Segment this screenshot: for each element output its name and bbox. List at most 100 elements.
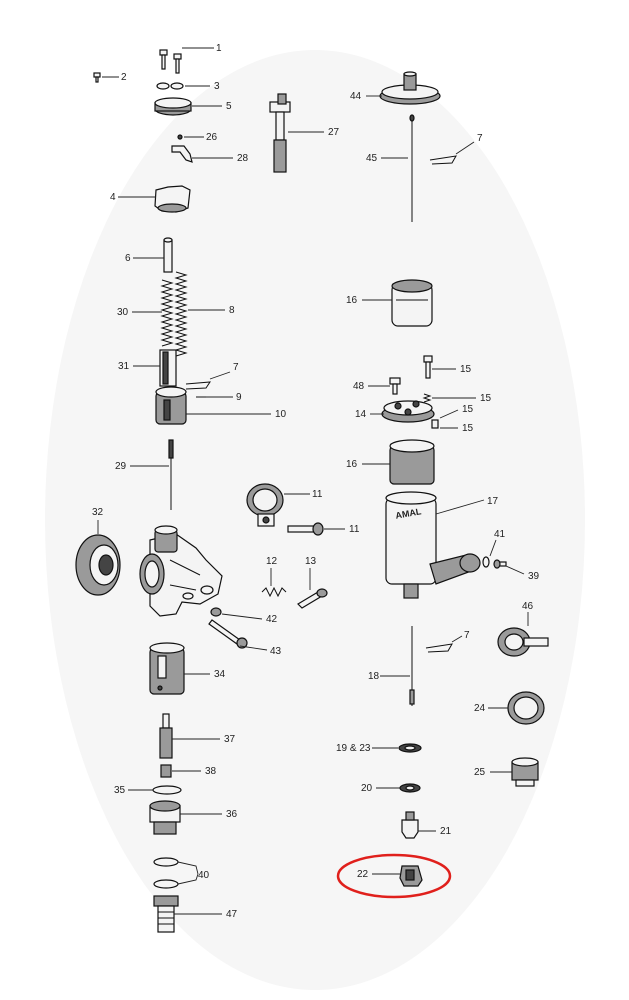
- label-26: 26: [206, 132, 218, 143]
- part-36-nut: [149, 800, 181, 835]
- part-7-clip-bottom: [425, 643, 453, 653]
- label-16-lower: 16: [346, 459, 358, 470]
- part-26-screw: [177, 134, 183, 140]
- label-10: 10: [275, 409, 287, 420]
- label-7-bottom: 7: [464, 630, 470, 641]
- part-15-screw-a: [423, 355, 433, 379]
- part-6-tube: [163, 237, 173, 273]
- part-46-banjo: [497, 627, 549, 657]
- part-10-throttle-slide: [155, 386, 187, 425]
- label-19-23: 19 & 23: [336, 743, 371, 754]
- part-18-needle: [409, 626, 415, 706]
- part-12-spring: [261, 586, 287, 598]
- label-42: 42: [266, 614, 278, 625]
- part-43-screw: [208, 619, 248, 649]
- label-32: 32: [92, 507, 104, 518]
- label-28: 28: [237, 153, 249, 164]
- part-15-screw-c: [431, 419, 439, 429]
- label-12: 12: [266, 556, 278, 567]
- part-3-washers: [156, 82, 184, 90]
- label-36: 36: [226, 809, 238, 820]
- part-11-bolt: [287, 522, 324, 536]
- label-35: 35: [114, 785, 126, 796]
- part-27-tickler: [269, 93, 291, 173]
- label-43: 43: [270, 646, 282, 657]
- part-16-cover-lower: [389, 439, 435, 485]
- part-44-top-cap: [379, 71, 441, 105]
- part-30-spring: [160, 279, 174, 347]
- label-47: 47: [226, 909, 238, 920]
- part-2-screw: [93, 72, 101, 83]
- label-9: 9: [236, 392, 242, 403]
- part-29-needle: [168, 439, 174, 510]
- label-6: 6: [125, 253, 131, 264]
- label-11-top: 11: [312, 489, 323, 500]
- label-21: 21: [440, 826, 452, 837]
- part-42-nut: [210, 607, 222, 617]
- part-5-ring-nut: [154, 97, 192, 116]
- label-34: 34: [214, 669, 226, 680]
- label-46: 46: [522, 601, 534, 612]
- label-45: 45: [366, 153, 378, 164]
- part-48-screw: [389, 377, 401, 395]
- label-40: 40: [198, 870, 210, 881]
- label-15-d: 15: [462, 423, 474, 434]
- part-8-spring: [174, 271, 188, 357]
- label-13: 13: [305, 556, 317, 567]
- part-15-spring: [422, 393, 432, 403]
- label-41: 41: [494, 529, 506, 540]
- part-7-clip-top: [429, 155, 457, 165]
- label-22: 22: [357, 869, 369, 880]
- part-31-slide-body: [159, 349, 177, 387]
- label-30: 30: [117, 307, 129, 318]
- part-11-clamp: [246, 483, 284, 527]
- part-16-cover-upper: [391, 279, 433, 327]
- label-29: 29: [115, 461, 127, 472]
- part-24-ring: [507, 691, 545, 725]
- part-7-clip-left: [185, 381, 211, 390]
- part-41-washer: [482, 556, 490, 568]
- label-38: 38: [205, 766, 217, 777]
- part-25-nut: [511, 757, 539, 787]
- label-17: 17: [487, 496, 499, 507]
- label-16-upper: 16: [346, 295, 358, 306]
- part-39-screw: [493, 559, 507, 569]
- part-45-float-needle: [409, 114, 415, 222]
- label-14: 14: [355, 409, 367, 420]
- part-14-float-lid: [381, 400, 435, 423]
- part-34-chamber: [149, 642, 185, 695]
- label-48: 48: [353, 381, 365, 392]
- label-15-c: 15: [462, 404, 474, 415]
- part-20-washer: [399, 783, 421, 793]
- part-19-23-washer: [398, 743, 422, 753]
- label-15-b: 15: [480, 393, 492, 404]
- part-38-jet: [160, 764, 172, 778]
- brand-amal: AMAL: [395, 506, 423, 520]
- part-4-cap: [154, 185, 191, 213]
- label-3: 3: [214, 81, 220, 92]
- label-25: 25: [474, 767, 486, 778]
- label-11-bottom: 11: [349, 524, 360, 535]
- part-17-float-chamber: AMAL: [385, 491, 481, 599]
- label-8: 8: [229, 305, 235, 316]
- highlight-circle: [336, 853, 452, 899]
- part-28-bracket: [171, 145, 193, 163]
- label-1: 1: [216, 43, 222, 54]
- part-13-screw: [297, 588, 328, 609]
- label-7-left: 7: [233, 362, 239, 373]
- part-35-washer: [152, 785, 182, 795]
- part-32-bellmouth: [75, 534, 121, 596]
- label-5: 5: [226, 101, 232, 112]
- label-18: 18: [368, 671, 380, 682]
- label-15-a: 15: [460, 364, 472, 375]
- label-31: 31: [118, 361, 130, 372]
- label-20: 20: [361, 783, 373, 794]
- part-1-screws: [159, 49, 182, 74]
- label-37: 37: [224, 734, 236, 745]
- part-22-jet: [399, 865, 423, 887]
- label-39: 39: [528, 571, 540, 582]
- part-37-jet-holder: [159, 713, 173, 759]
- part-21-main-jet: [401, 811, 419, 839]
- label-44: 44: [350, 91, 362, 102]
